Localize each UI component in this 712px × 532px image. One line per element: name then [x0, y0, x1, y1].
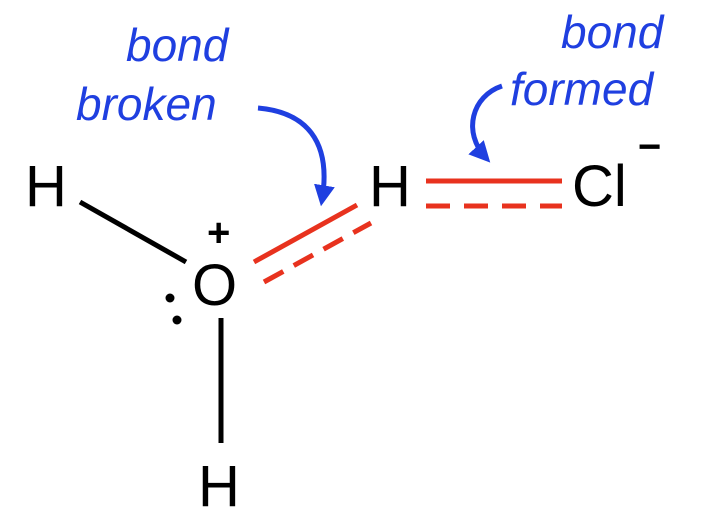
bond-broken-label-line1: bond	[126, 19, 230, 71]
chloride-negative-charge: −	[638, 125, 661, 169]
bond-formed-label-line2: formed	[510, 63, 655, 115]
atom-chlorine: Cl	[572, 154, 627, 219]
bond-broken-arrow	[257, 105, 335, 207]
atom-oxygen: O	[192, 253, 237, 318]
atom-h-transferring: H	[369, 154, 411, 219]
atom-h-bottom: H	[198, 454, 240, 519]
lone-pair-dot-upper	[165, 293, 175, 303]
bond-o-h-solid-red	[252, 202, 359, 265]
bond-h-o-top	[78, 199, 188, 265]
bond-o-h-dashed-red	[262, 220, 373, 285]
atom-h-top-left: H	[25, 154, 67, 219]
bond-formed-arrow	[468, 83, 503, 163]
bond-broken-label-line2: broken	[76, 78, 217, 130]
lone-pair-dot-lower	[172, 315, 182, 325]
bond-formed-label-line1: bond	[561, 6, 665, 58]
oxygen-positive-charge: +	[207, 211, 230, 255]
